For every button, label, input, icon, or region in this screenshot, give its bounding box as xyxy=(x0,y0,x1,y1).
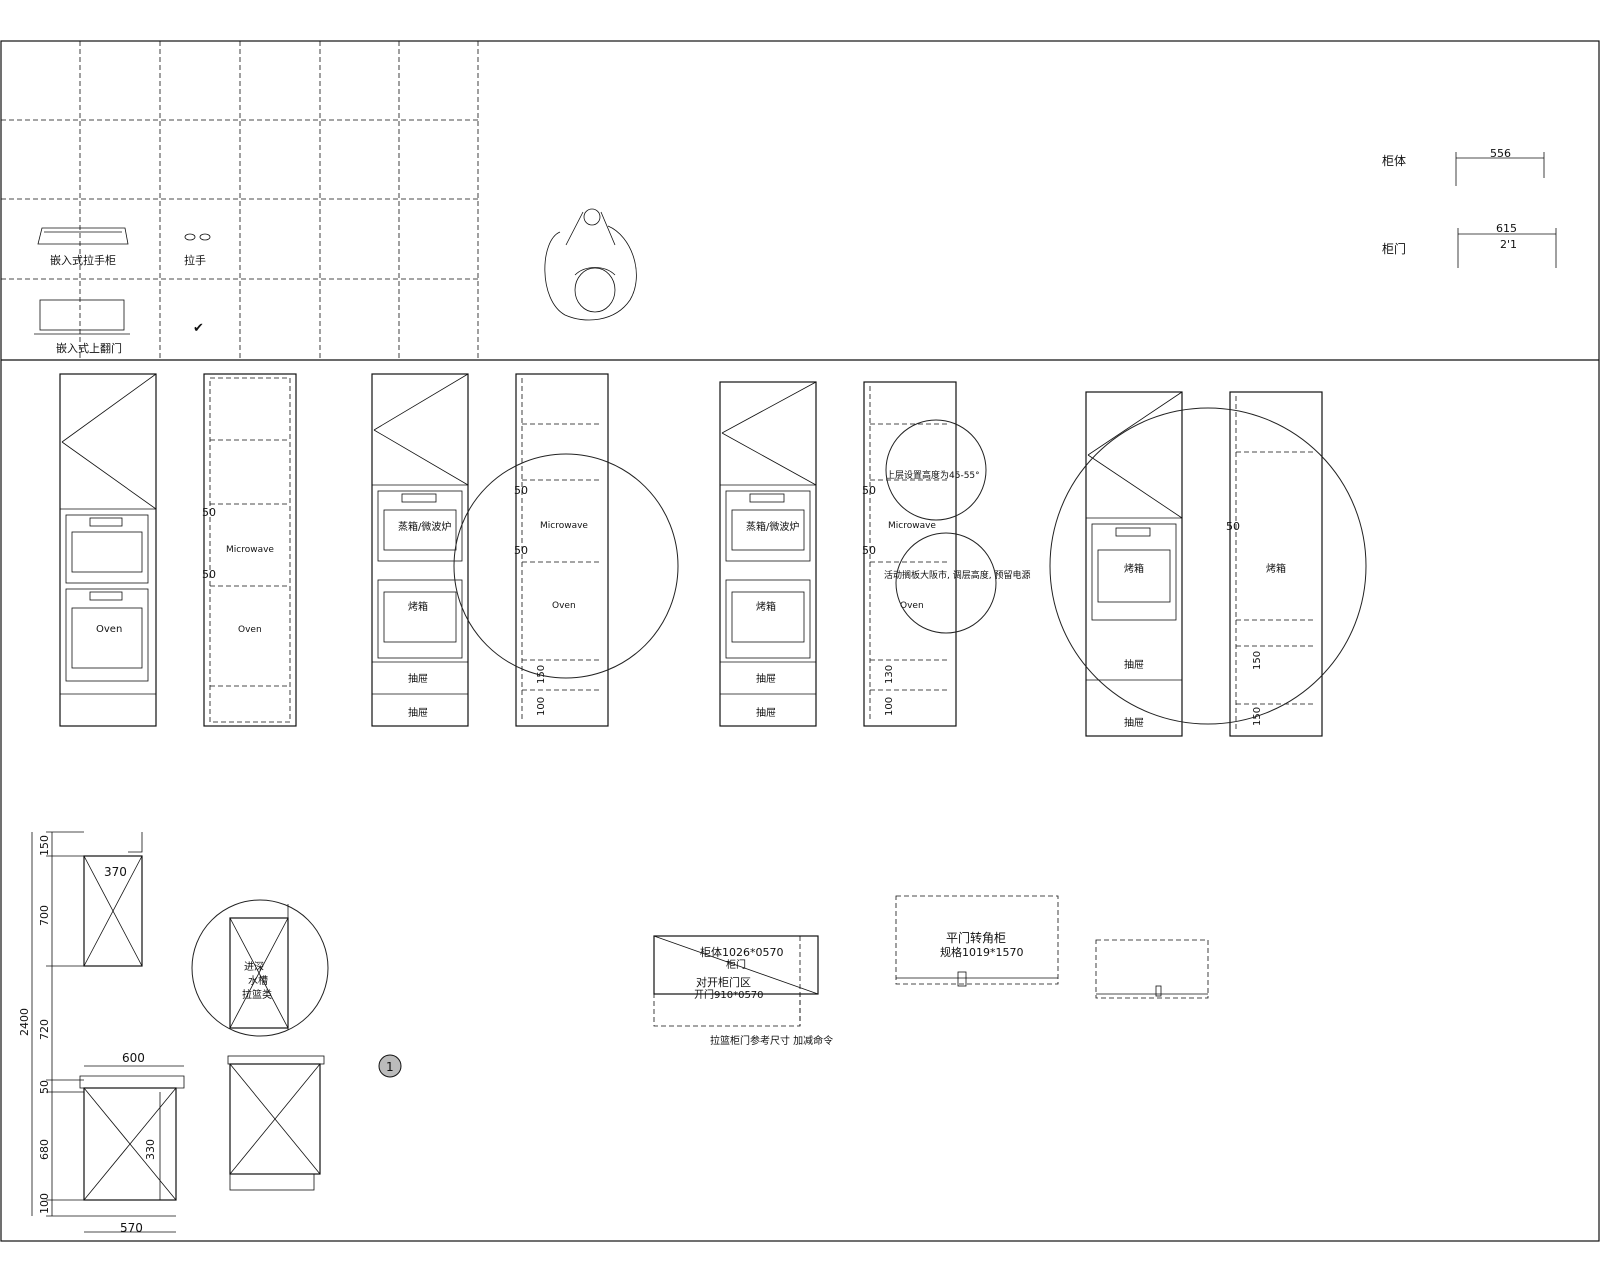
tall-unit-3-dim-b: 50 xyxy=(862,544,876,557)
tall-unit-2-steam-label: 蒸箱/微波炉 xyxy=(398,520,451,533)
tall-unit-3-front: 蒸箱/微波炉 烤箱 抽屉 抽屉 xyxy=(719,381,817,727)
plan-1-line-3: 对开柜门区 xyxy=(696,975,751,989)
sheet-border xyxy=(0,40,1600,1242)
dim-key-value-1: 556 xyxy=(1490,147,1511,160)
tall-unit-3-note-1: 上层设置高度为45-55° xyxy=(886,469,980,481)
legend-flap-label: 嵌入式上翻门 xyxy=(56,341,122,355)
sink-label-1: 进深 xyxy=(244,961,264,973)
tall-unit-2-side-oven-label: Oven xyxy=(552,601,576,611)
tall-unit-3-drawer-1: 抽屉 xyxy=(756,672,776,685)
legend-handle-symbol xyxy=(37,227,129,245)
legend-knob-label: 拉手 xyxy=(184,253,206,267)
height-680: 680 xyxy=(38,1139,51,1160)
knob-icon xyxy=(184,233,211,241)
base-cabinet-elevation xyxy=(79,1065,185,1233)
dim-key-label-2: 柜门 xyxy=(1382,241,1406,256)
tall-unit-2-microwave-label: Microwave xyxy=(540,521,588,531)
plan-1-line-2: 柜门 xyxy=(726,958,746,971)
section-marker-number: 1 xyxy=(386,1060,394,1074)
sink-cabinet-detail xyxy=(191,899,329,1037)
tall-unit-3-dim-a: 50 xyxy=(862,484,876,497)
tall-unit-3-dim-d: 100 xyxy=(884,697,895,716)
height-150: 150 xyxy=(38,835,51,856)
tall-unit-2-front: 蒸箱/微波炉 烤箱 抽屉 抽屉 xyxy=(371,373,469,727)
height-720: 720 xyxy=(38,1019,51,1040)
tall-unit-1-side: 50 50 Microwave Oven xyxy=(202,373,297,727)
check-icon: ✔ xyxy=(193,321,204,336)
tall-unit-2-dim-b: 50 xyxy=(514,544,528,557)
tall-unit-3-side-oven-label: Oven xyxy=(900,601,924,611)
plan-1-caption: 拉篮柜门参考尺寸 加减命令 xyxy=(710,1034,833,1047)
tall-unit-1-side-oven-label: Oven xyxy=(238,625,262,635)
tall-unit-3-dim-c: 130 xyxy=(884,665,895,684)
tall-unit-4-dim-b: 150 xyxy=(1252,651,1263,670)
tall-unit-3-steam-label: 蒸箱/微波炉 xyxy=(746,520,799,533)
tall-unit-4-side-oven-label: 烤箱 xyxy=(1266,562,1286,575)
tall-unit-3-side: 50 50 Microwave Oven 130 100 上层设置高度为45-5… xyxy=(862,381,1030,727)
tall-unit-2-dim-d: 100 xyxy=(536,697,547,716)
sink-label-2: 水槽 xyxy=(248,974,268,987)
corner-cabinet-plan xyxy=(895,895,1059,987)
plan-2-line-2: 规格1019*1570 xyxy=(940,945,1024,959)
section-marker: 1 xyxy=(378,1054,402,1078)
person-plan-icon xyxy=(544,208,637,321)
tall-unit-4-side: 50 烤箱 150 150 xyxy=(1049,391,1367,737)
plan-2-line-1: 平门转角柜 xyxy=(946,930,1006,945)
left-dimension-chain xyxy=(31,831,84,1217)
tall-unit-2-drawer-1: 抽屉 xyxy=(408,672,428,685)
tall-unit-3-note-2: 活动搁板大阪市, 调层高度, 预留电源 xyxy=(884,569,1030,581)
tall-unit-1-microwave-label: Microwave xyxy=(226,545,274,555)
legend-flap-symbol xyxy=(34,299,130,335)
tall-unit-1-dim-b: 50 xyxy=(202,568,216,581)
tall-unit-1-oven-label: Oven xyxy=(96,624,122,635)
legend-grid: 嵌入式拉手柜 拉手 嵌入式上翻门 ✔ xyxy=(1,41,479,360)
height-50: 50 xyxy=(38,1080,51,1094)
height-700: 700 xyxy=(38,905,51,926)
tall-unit-1-dim-a: 50 xyxy=(202,506,216,519)
tall-unit-3-detail-circle-top xyxy=(885,419,987,521)
height-total: 2400 xyxy=(18,1008,31,1036)
double-door-plan xyxy=(653,935,819,1027)
tall-unit-4-front: 烤箱 抽屉 抽屉 xyxy=(1085,391,1183,737)
tall-unit-3-drawer-2: 抽屉 xyxy=(756,706,776,719)
plan-1-line-4: 开门910*0570 xyxy=(694,988,764,1001)
height-100: 100 xyxy=(38,1193,51,1214)
plan-1-line-1: 柜体1026*0570 xyxy=(700,945,784,959)
base-cabinet-side xyxy=(227,1055,325,1191)
dim-key-label-1: 柜体 xyxy=(1382,154,1406,168)
base-cabinet-inner: 330 xyxy=(144,1139,157,1160)
tall-unit-2-drawer-2: 抽屉 xyxy=(408,706,428,719)
tall-unit-4-detail-circle xyxy=(1049,407,1367,725)
tall-unit-2-detail-circle xyxy=(453,453,679,679)
tall-unit-4-drawer-1: 抽屉 xyxy=(1124,658,1144,671)
tall-unit-4-dim-a: 50 xyxy=(1226,520,1240,533)
small-cabinet-plan xyxy=(1095,939,1209,999)
base-cabinet-depth: 570 xyxy=(120,1221,143,1235)
tall-unit-2-oven-label: 烤箱 xyxy=(408,600,428,613)
dim-key-value-2: 615 xyxy=(1496,222,1517,235)
tall-unit-2-side: 50 50 Microwave Oven 150 100 xyxy=(453,373,679,727)
tall-unit-4-oven-label: 烤箱 xyxy=(1124,562,1144,575)
tall-unit-2-dim-a: 50 xyxy=(514,484,528,497)
sink-label-3: 拉篮类 xyxy=(242,988,272,1001)
tall-unit-3-microwave-label: Microwave xyxy=(888,521,936,531)
dimension-key: 柜体 556 柜门 615 2'1 xyxy=(1382,147,1557,268)
tall-unit-3-oven-label: 烤箱 xyxy=(756,600,776,613)
tall-unit-2-dim-c: 150 xyxy=(536,665,547,684)
legend-handle-label: 嵌入式拉手柜 xyxy=(50,253,116,267)
wall-cabinet-elevation xyxy=(83,832,143,967)
tall-unit-3-detail-circle-bottom xyxy=(895,532,997,634)
wall-cabinet-width: 370 xyxy=(104,865,127,879)
tall-unit-1-front: Oven xyxy=(59,373,157,727)
base-cabinet-width: 600 xyxy=(122,1051,145,1065)
tall-unit-4-drawer-2: 抽屉 xyxy=(1124,716,1144,729)
dim-key-value-2-sub: 2'1 xyxy=(1500,238,1517,251)
